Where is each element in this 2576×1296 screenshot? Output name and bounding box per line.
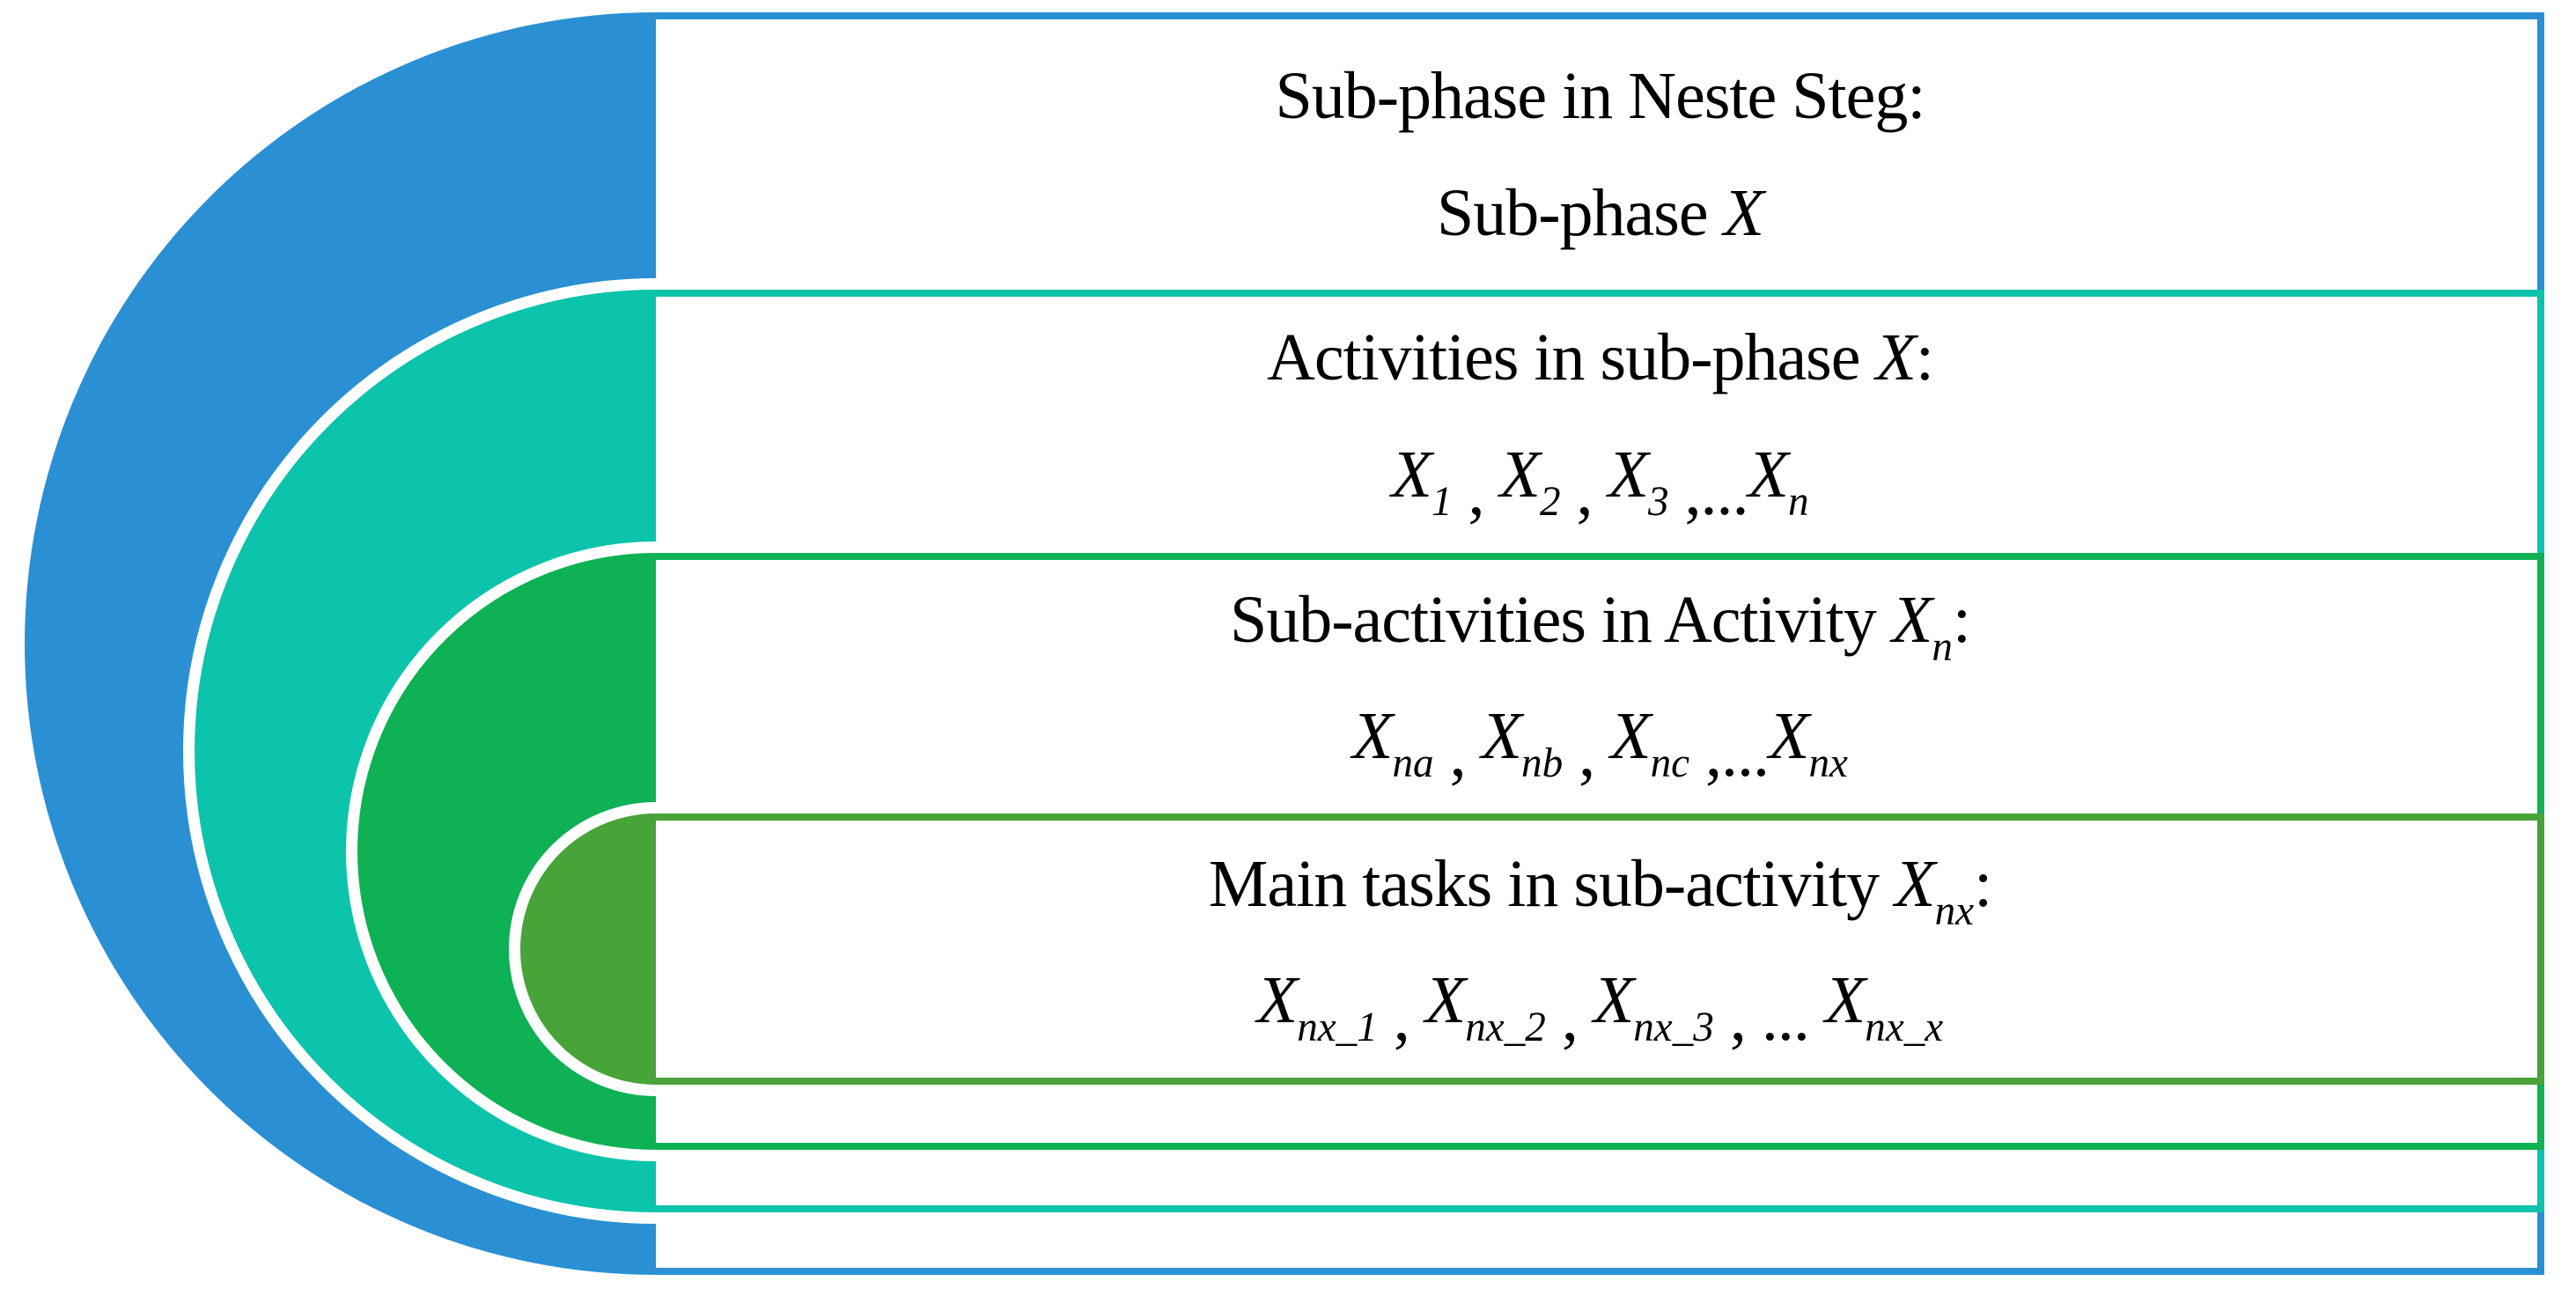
band-sub-phase-value: Sub-phase X [1436,175,1764,250]
band-activities-title: Activities in sub-phase X: [1266,320,1934,395]
band-sub-activities: Sub-activities in Activity Xn: Xna , Xnb… [663,560,2537,814]
band-sub-phase: Sub-phase in Neste Steg: Sub-phase X [663,19,2537,290]
band-sub-phase-title: Sub-phase in Neste Steg: [1275,59,1925,134]
band-sub-activities-title: Sub-activities in Activity Xn: [1229,582,1971,670]
band-main-tasks-title: Main tasks in sub-activity Xnx: [1208,846,1992,934]
band-frame-main-tasks [656,814,2544,1085]
nested-semicircles [0,0,656,1296]
band-main-tasks: Main tasks in sub-activity Xnx: Xnx_1 , … [663,821,2537,1081]
band-activities: Activities in sub-phase X: X1 , X2 , X3 … [663,297,2537,553]
band-sub-activities-items: Xna , Xnb , Xnc ,...Xnx [1352,699,1848,791]
band-main-tasks-items: Xnx_1 , Xnx_2 , Xnx_3 , ... Xnx_x [1256,963,1944,1055]
band-activities-items: X1 , X2 , X3 ,...Xn [1391,437,1809,529]
